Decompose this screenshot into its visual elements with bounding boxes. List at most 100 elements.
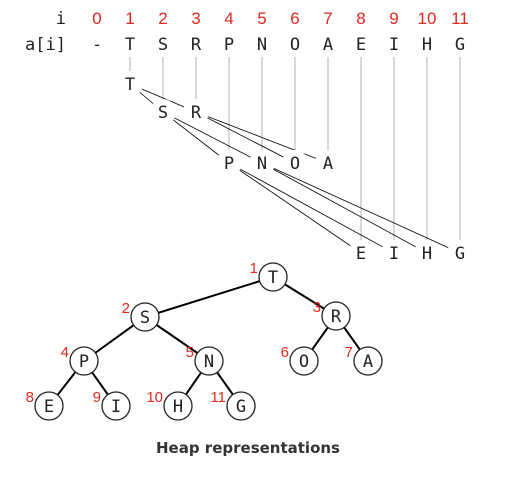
tree-node-circle-2 <box>130 302 160 332</box>
tree-node-index-4: 4 <box>61 344 69 361</box>
array-index-10: 10 <box>418 9 437 28</box>
tree-node-key-11: G <box>236 397 246 417</box>
array-value-1: T <box>125 35 135 55</box>
array-value-4: P <box>224 35 234 55</box>
array-link-5-11 <box>261 162 461 254</box>
array-index-0: 0 <box>92 9 101 28</box>
array-link-4-8 <box>228 162 362 254</box>
tree-node-key-4: P <box>79 352 89 372</box>
tree-edge-1-2 <box>144 276 274 318</box>
tree-node-4: P4 <box>61 344 99 376</box>
tree-node-1: T1 <box>250 260 288 292</box>
array-index-11: 11 <box>451 9 469 28</box>
tree-node-circle-9 <box>101 391 131 421</box>
tree-node-circle-3 <box>321 301 351 331</box>
tree-node-index-10: 10 <box>146 389 163 406</box>
tree-node-circle-10 <box>163 391 193 421</box>
tree-node-8: E8 <box>26 389 64 421</box>
tree-node-index-3: 3 <box>313 299 321 316</box>
array-value-0: - <box>92 35 102 55</box>
tree-node-key-1: T <box>268 268 278 288</box>
tree-node-key-2: S <box>140 308 150 328</box>
array-node-disc-4 <box>216 150 242 176</box>
tree-node-9: I9 <box>93 389 131 421</box>
tree-node-key-5: N <box>204 352 214 372</box>
tree-node-6: O6 <box>281 344 319 376</box>
array-node-disc-5 <box>249 150 275 176</box>
array-value-3: R <box>191 35 202 55</box>
array-value-7: A <box>323 35 333 55</box>
tree-node-key-9: I <box>111 397 121 417</box>
array-index-1: 1 <box>125 9 134 28</box>
index-row-label: i <box>56 9 66 29</box>
tree-node-key-3: R <box>331 307 342 327</box>
array-index-8: 8 <box>356 9 365 28</box>
array-node-label-3: R <box>191 103 202 123</box>
tree-node-circle-6 <box>289 346 319 376</box>
array-value-8: E <box>356 35 366 55</box>
tree-node-circle-8 <box>34 391 64 421</box>
tree-node-3: R3 <box>313 299 351 331</box>
array-node-disc-10 <box>414 240 440 266</box>
tree-node-key-7: A <box>363 352 373 372</box>
array-value-6: O <box>290 35 300 55</box>
array-node-label-1: T <box>125 75 135 95</box>
array-node-disc-6 <box>282 150 308 176</box>
tree-node-index-7: 7 <box>345 344 353 361</box>
tree-node-key-10: H <box>173 397 183 417</box>
tree-node-circle-1 <box>258 262 288 292</box>
array-node-disc-7 <box>315 150 341 176</box>
array-node-label-6: O <box>290 154 300 174</box>
array-index-9: 9 <box>389 9 398 28</box>
array-value-9: I <box>389 35 399 55</box>
array-node-label-2: S <box>158 103 168 123</box>
tree-node-index-9: 9 <box>93 389 101 406</box>
tree-edges <box>48 276 369 407</box>
array-layout-nodes: T S R P N O A E I H G <box>117 71 473 266</box>
array-index-4: 4 <box>224 9 233 28</box>
array-index-2: 2 <box>158 9 167 28</box>
array-value-11: G <box>455 35 465 55</box>
array-node-label-8: E <box>356 244 366 264</box>
tree-node-key-8: E <box>44 397 54 417</box>
tree-node-7: A7 <box>345 344 383 376</box>
array-node-label-4: P <box>224 154 234 174</box>
array-link-5-10 <box>261 162 428 254</box>
array-node-disc-3 <box>183 99 209 125</box>
array-value-10: H <box>422 35 432 55</box>
array-node-disc-11 <box>447 240 473 266</box>
array-node-label-5: N <box>257 154 267 174</box>
array-index-7: 7 <box>323 9 332 28</box>
tree-node-index-5: 5 <box>186 344 194 361</box>
array-node-label-11: G <box>455 244 465 264</box>
array-index-6: 6 <box>290 9 299 28</box>
figure-caption: Heap representations <box>156 439 340 457</box>
tree-node-circle-11 <box>226 391 256 421</box>
tree-node-index-6: 6 <box>281 344 289 361</box>
array-node-label-10: H <box>422 244 432 264</box>
array-node-disc-2 <box>150 99 176 125</box>
tree-node-key-6: O <box>299 352 309 372</box>
tree-node-circle-7 <box>353 346 383 376</box>
array-row-label: a[i] <box>25 35 66 55</box>
array-link-2-4 <box>162 111 230 164</box>
tree-node-index-11: 11 <box>210 389 226 406</box>
array-link-4-9 <box>228 162 395 254</box>
array-node-disc-1 <box>117 71 143 97</box>
tree-node-index-8: 8 <box>26 389 34 406</box>
array-index-3: 3 <box>191 9 200 28</box>
tree-node-11: G 11 <box>210 389 256 421</box>
tree-node-10: H 10 <box>146 389 193 421</box>
tree-node-2: S2 <box>122 300 160 332</box>
tree-node-5: N5 <box>186 344 224 376</box>
array-drop-lines <box>129 57 461 240</box>
array-link-3-7 <box>195 111 329 164</box>
array-link-3-6 <box>195 111 296 164</box>
array-node-label-7: A <box>323 154 333 174</box>
tree-node-index-1: 1 <box>250 260 258 277</box>
array-value-2: S <box>158 35 168 55</box>
array-node-label-9: I <box>389 244 399 264</box>
